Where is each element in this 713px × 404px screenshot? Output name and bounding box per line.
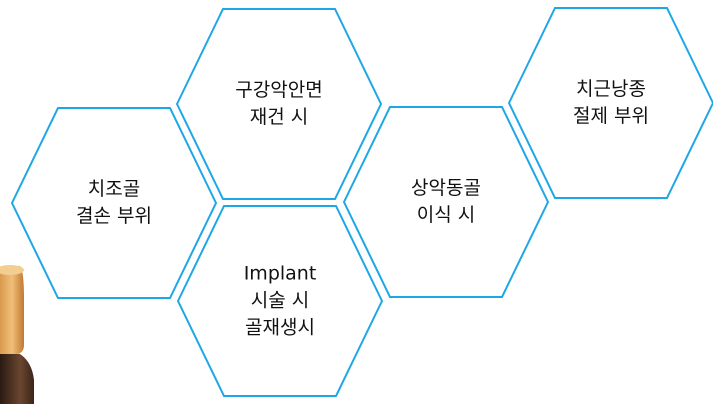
hexagon-maxillary-bone-transplant — [342, 106, 550, 298]
bone-graft-bottle-image — [0, 265, 34, 404]
hexagon-cyst-excision — [507, 7, 713, 199]
hex-label-line: 골재생시 — [245, 316, 315, 339]
hex-label-maxillary-bone-transplant: 상악동골 이식 시 — [371, 175, 521, 229]
hex-label-oral-facial-reconstruction: 구강악안면 재건 시 — [204, 77, 354, 131]
hex-label-line: 재건 시 — [249, 106, 309, 128]
hex-label-line: 구강악안면 — [235, 79, 323, 101]
hex-label-line: 상악동골 — [411, 177, 481, 199]
hex-label-line: 이식 시 — [416, 204, 476, 226]
hexagon-oral-facial-reconstruction — [175, 8, 383, 200]
hex-label-line: 치조골 — [87, 178, 141, 200]
hex-label-line: 시술 시 — [250, 289, 310, 312]
hex-label-line: 절제 부위 — [573, 105, 649, 127]
hex-label-line: 치근낭종 — [576, 78, 646, 100]
hex-label-implant-grafting: Implant 시술 시 골재생시 — [205, 261, 355, 342]
hex-label-line: Implant — [243, 262, 317, 285]
hex-label-alveolar-defect: 치조골 결손 부위 — [39, 176, 189, 230]
hex-label-cyst-excision: 치근낭종 절제 부위 — [536, 76, 686, 130]
hex-label-line: 결손 부위 — [76, 205, 152, 227]
hexagon-alveolar-defect — [10, 107, 218, 299]
hexagon-implant-grafting — [176, 205, 384, 397]
